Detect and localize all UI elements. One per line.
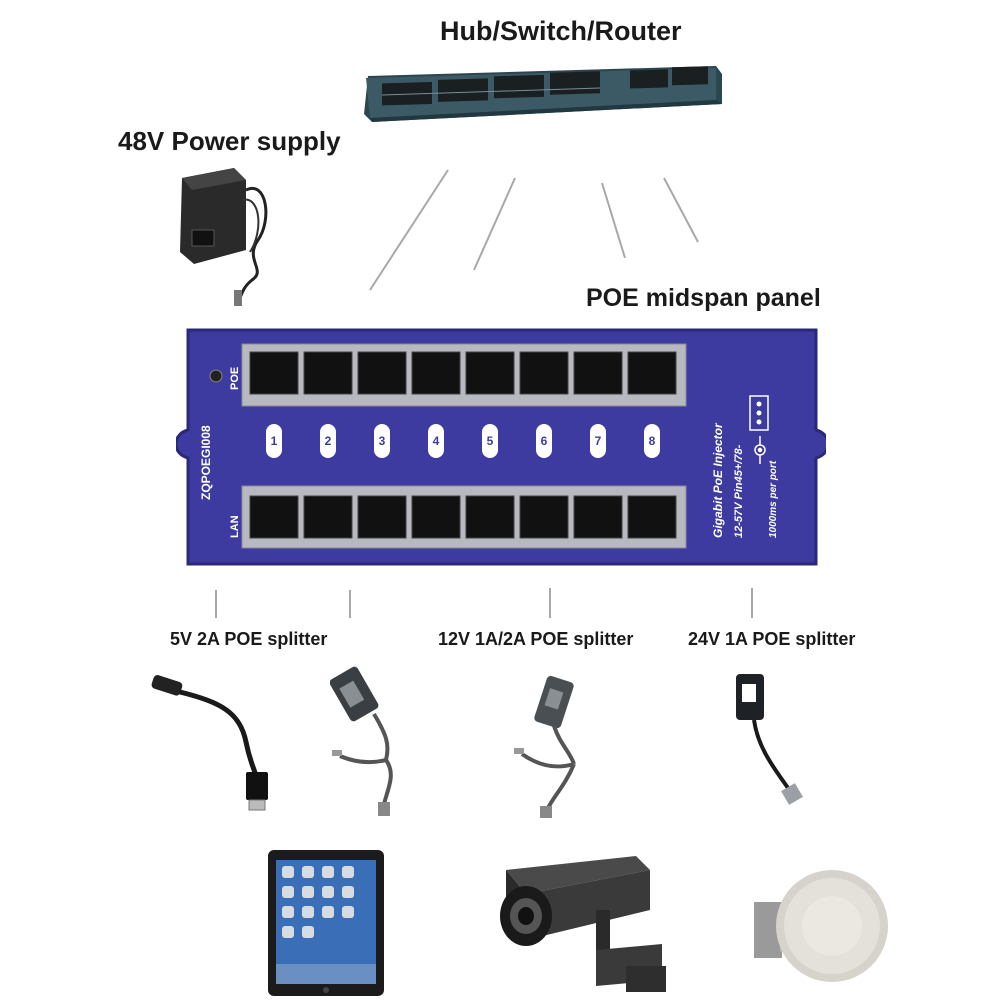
lan-label: LAN [229, 515, 241, 538]
connector-line [473, 177, 516, 271]
port-number: 4 [433, 434, 440, 448]
switch-icon [364, 66, 722, 122]
spec-line-3: 1000ms per port [768, 460, 779, 538]
tablet-icon [268, 850, 384, 996]
spec-line-2: 12-57V Pin45+/78- [733, 444, 745, 538]
splitter-24v-label: 24V 1A POE splitter [688, 629, 856, 649]
connector-line [369, 169, 449, 291]
dc-polarity-icon [754, 436, 766, 464]
port-number: 3 [379, 434, 386, 448]
splitter-12v-label: 12V 1A/2A POE splitter [438, 629, 634, 649]
splitter-5v-label: 5V 2A POE splitter [170, 629, 328, 649]
spec-line-1: Gigabit PoE Injector [711, 422, 725, 538]
switch-label: Hub/Switch/Router [440, 16, 682, 46]
dc-splitter-icon [330, 666, 393, 816]
power-adapter-icon [180, 168, 268, 306]
connector-line [663, 177, 699, 243]
usb-cable-icon [151, 675, 268, 811]
model-number: ZQPOEGI008 [199, 425, 213, 500]
camera-icon [500, 856, 666, 992]
rj45-splitter-icon [736, 674, 803, 805]
port-number: 6 [541, 434, 548, 448]
pin-connector-icon [749, 395, 769, 431]
connector-line [601, 182, 626, 259]
port-number: 2 [325, 434, 332, 448]
port-number: 8 [649, 434, 656, 448]
port-number: 5 [487, 434, 494, 448]
antenna-icon [754, 870, 888, 982]
poe-panel: 1 2 3 4 5 6 7 8 POE LAN ZQPOEGI008 Gigab… [174, 324, 830, 572]
dc-splitter-icon [514, 675, 576, 818]
port-number: 7 [595, 434, 602, 448]
power-supply-label: 48V Power supply [118, 126, 341, 156]
port-number: 1 [271, 434, 278, 448]
panel-label: POE midspan panel [586, 284, 821, 312]
poe-label: POE [229, 367, 241, 390]
